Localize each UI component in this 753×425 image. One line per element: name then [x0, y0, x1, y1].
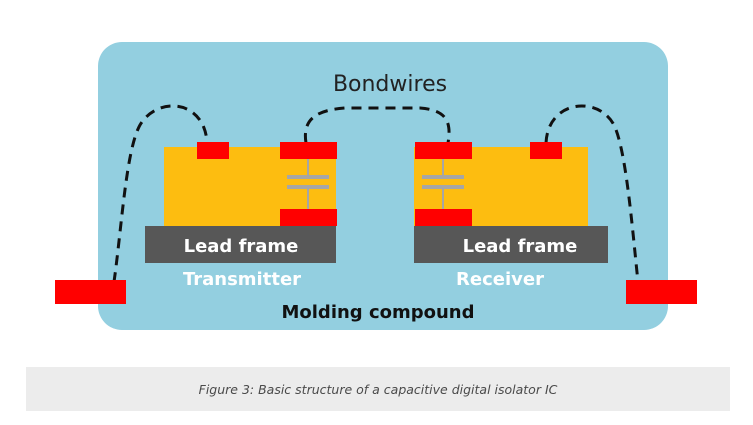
- transmitter-capacitor: [287, 158, 329, 210]
- tx-pad-top-right: [280, 142, 337, 159]
- left-lead-frame: [145, 226, 336, 263]
- rx-pad-top-right: [530, 142, 562, 159]
- tx-pad-top-left: [197, 142, 229, 159]
- molding-compound-label: Molding compound: [281, 302, 474, 323]
- tx-pad-bottom-right: [280, 209, 337, 226]
- isolator-diagram: Bondwires Lead frame Lead frame Transmit…: [55, 42, 697, 330]
- caption-bar: Figure 3: Basic structure of a capacitiv…: [26, 367, 730, 411]
- right-external-lead: [626, 280, 697, 304]
- bondwires-label: Bondwires: [333, 72, 447, 97]
- right-lead-frame-label: Lead frame: [463, 236, 578, 257]
- rx-pad-bottom-left: [415, 209, 472, 226]
- left-external-lead: [55, 280, 126, 304]
- rx-pad-top-left: [415, 142, 472, 159]
- bondwire-left-pin: [112, 104, 209, 283]
- figure-caption: Figure 3: Basic structure of a capacitiv…: [198, 381, 558, 397]
- bondwire-isolation: [303, 106, 451, 144]
- left-lead-frame-label: Lead frame: [184, 236, 299, 257]
- receiver-capacitor: [422, 158, 464, 210]
- transmitter-label: Transmitter: [183, 269, 301, 290]
- receiver-label: Receiver: [456, 269, 544, 290]
- right-lead-frame: [414, 226, 608, 263]
